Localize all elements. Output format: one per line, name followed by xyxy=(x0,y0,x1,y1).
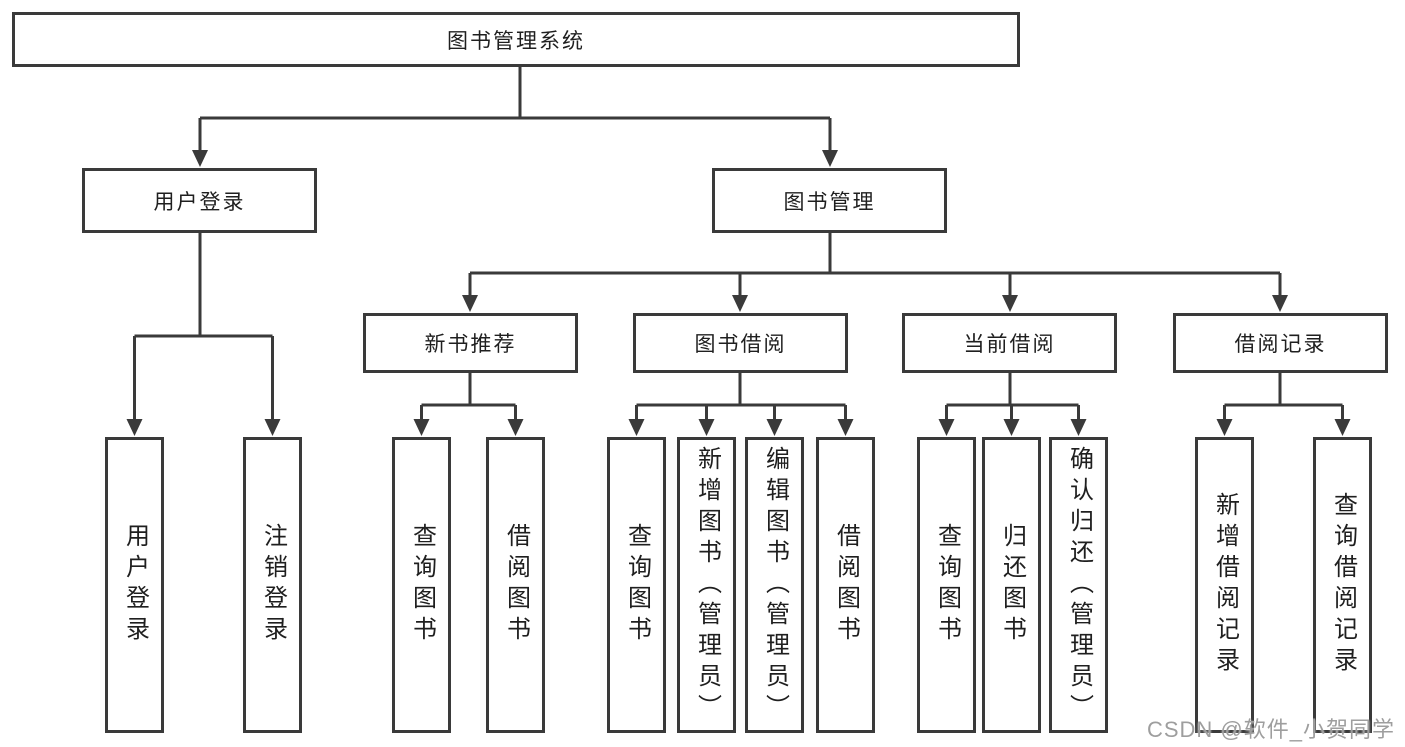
node-new-book-recommend: 新书推荐 xyxy=(363,313,578,373)
leaf-label: 确认归还（管理员） xyxy=(1065,445,1093,725)
leaf-label: 查询借阅记录 xyxy=(1329,492,1357,678)
leaf-borrow-book-recommend: 借阅图书 xyxy=(486,437,545,733)
leaf-user-login: 用户登录 xyxy=(105,437,164,733)
leaf-label: 查询图书 xyxy=(933,523,961,647)
leaf-add-borrow-record: 新增借阅记录 xyxy=(1195,437,1254,733)
node-label: 新书推荐 xyxy=(424,333,517,356)
leaf-logout: 注销登录 xyxy=(243,437,302,733)
leaf-label: 新增图书（管理员） xyxy=(693,445,721,725)
node-current-borrow: 当前借阅 xyxy=(902,313,1117,373)
node-label: 用户登录 xyxy=(153,190,246,214)
leaf-label: 注销登录 xyxy=(259,523,287,647)
leaf-label: 借阅图书 xyxy=(832,523,860,647)
node-book-borrow: 图书借阅 xyxy=(633,313,848,373)
node-book-management: 图书管理 xyxy=(712,168,947,233)
leaf-confirm-return-admin: 确认归还（管理员） xyxy=(1049,437,1108,733)
leaf-return-book: 归还图书 xyxy=(982,437,1041,733)
node-label: 当前借阅 xyxy=(963,333,1056,356)
node-label: 图书管理 xyxy=(783,190,876,214)
leaf-add-book-admin: 新增图书（管理员） xyxy=(677,437,736,733)
leaf-query-borrow-record: 查询借阅记录 xyxy=(1313,437,1372,733)
leaf-edit-book-admin: 编辑图书（管理员） xyxy=(745,437,804,733)
leaf-query-book-borrow: 查询图书 xyxy=(607,437,666,733)
node-label: 图书借阅 xyxy=(694,333,787,356)
leaf-query-book-current: 查询图书 xyxy=(917,437,976,733)
node-borrow-record: 借阅记录 xyxy=(1173,313,1388,373)
leaf-label: 新增借阅记录 xyxy=(1211,492,1239,678)
leaf-borrow-book: 借阅图书 xyxy=(816,437,875,733)
leaf-label: 归还图书 xyxy=(998,523,1026,647)
leaf-label: 查询图书 xyxy=(623,523,651,647)
node-system-root: 图书管理系统 xyxy=(12,12,1020,67)
node-user-login: 用户登录 xyxy=(82,168,317,233)
leaf-query-book-recommend: 查询图书 xyxy=(392,437,451,733)
node-label: 借阅记录 xyxy=(1234,333,1327,356)
node-label: 图书管理系统 xyxy=(447,29,585,53)
leaf-label: 用户登录 xyxy=(121,523,149,647)
leaf-label: 借阅图书 xyxy=(502,523,530,647)
csdn-watermark: CSDN @软件_小贺同学 xyxy=(1146,717,1395,742)
leaf-label: 编辑图书（管理员） xyxy=(761,445,789,725)
leaf-label: 查询图书 xyxy=(408,523,436,647)
